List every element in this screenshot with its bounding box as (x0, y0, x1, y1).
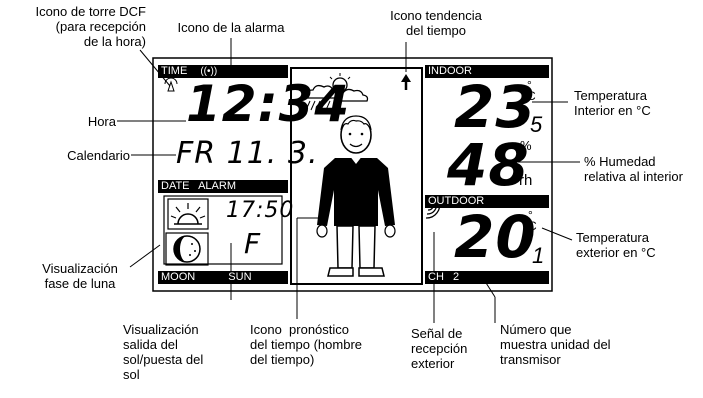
label-luna: Visualización fase de luna (42, 261, 118, 291)
label-temp-int: Temperatura Interior en °C (574, 88, 651, 118)
humidity-readout: 48 (447, 131, 530, 199)
label-sol: Visualización salida del sol/puesta del … (123, 322, 204, 382)
moon-bar-label: MOON (161, 271, 196, 283)
alarm-symbol-icon: ((•)) (200, 66, 218, 77)
moon-box (165, 232, 209, 266)
sunrise-icon (170, 203, 206, 225)
humidity-unit: rh (519, 172, 533, 189)
label-hora: Hora (87, 114, 116, 129)
label-temp-ext: Temperatura exterior en °C (576, 230, 656, 260)
label-trend-icon: Icono tendencia del tiempo (390, 8, 482, 38)
label-numero: Número que muestra unidad del transmisor (500, 322, 611, 367)
date-alarm-bar: DATE ALARM (158, 180, 288, 193)
alarm-time-readout: 17:50 (226, 198, 295, 223)
outdoor-bar-label: OUTDOOR (428, 195, 485, 207)
moon-sun-bar: MOON SUN (158, 271, 288, 284)
indoor-bar-label: INDOOR (428, 65, 472, 77)
label-pronostico: Icono pronóstico del tiempo (hombre del … (250, 322, 362, 367)
indoor-temp-decimal: 5 (530, 112, 543, 137)
sun-bar-label: SUN (228, 271, 252, 283)
outdoor-temp-readout: 20 (454, 203, 537, 271)
alarm-letter-readout: F (244, 227, 262, 260)
date-readout: FR 11. 3. (176, 136, 319, 171)
indoor-temp-readout: 23 (454, 73, 537, 141)
time-bar: TIME ((•)) (158, 65, 288, 78)
date-alarm-bar-label: DATE ALARM (161, 180, 236, 192)
label-humedad: % Humedad relativa al interior (584, 154, 683, 184)
moon-phase-icon (173, 235, 201, 263)
outdoor-bar: OUTDOOR (425, 195, 549, 208)
indoor-temp-unit: °C (527, 78, 536, 103)
channel-bar: CH 2 (425, 271, 549, 284)
dcf-tower-icon (164, 77, 178, 92)
label-alarm-icon: Icono de la alarma (177, 20, 285, 35)
display-frame (152, 57, 553, 292)
label-calendario: Calendario (67, 148, 130, 163)
weatherman-figure (316, 115, 396, 277)
time-readout: 12:34 (186, 75, 351, 133)
label-dcf-icon: Icono de torre DCF (para recepción de la… (35, 4, 146, 49)
outdoor-temp-unit: °C (528, 208, 537, 233)
humidity-percent: % (520, 138, 532, 153)
sunrise-box (167, 198, 209, 230)
indoor-bar: INDOOR (425, 65, 549, 78)
forecast-panel (290, 67, 423, 285)
alarm-box (163, 195, 283, 265)
label-senal: Señal de recepción exterior (411, 326, 468, 371)
trend-up-arrow-icon (401, 74, 411, 90)
sun-cloud-rain-icon (305, 73, 369, 111)
time-bar-label: TIME (161, 65, 188, 77)
outdoor-temp-decimal: 1 (532, 243, 545, 268)
channel-bar-label: CH 2 (428, 271, 460, 283)
